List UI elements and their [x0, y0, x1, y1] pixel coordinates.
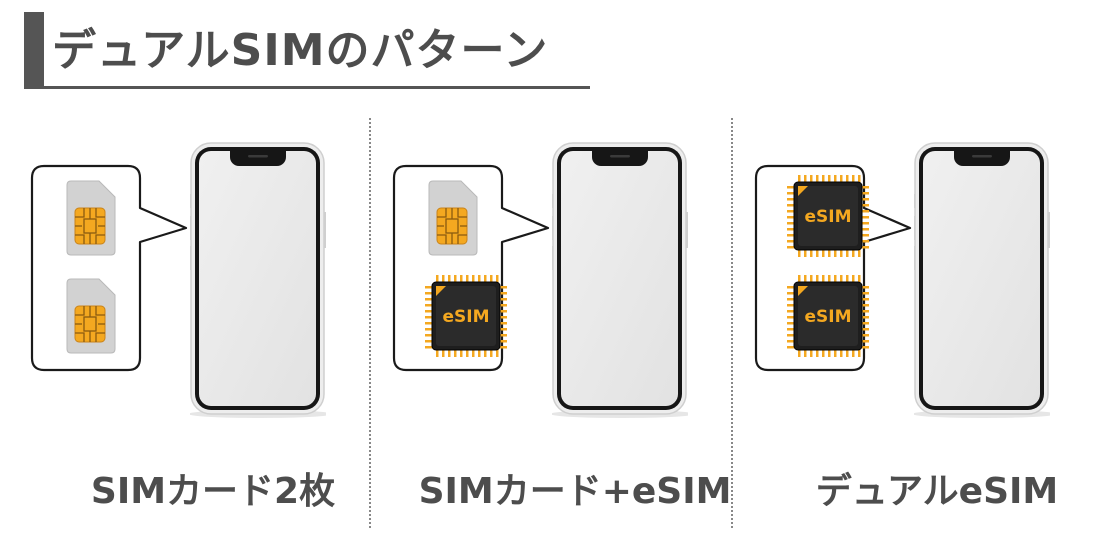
panel-dual-sim-cards: SIMカード2枚: [30, 128, 396, 528]
esim-chip-label: eSIM: [804, 207, 851, 227]
panel-dual-esim: eSIM eSIM デュアルeSIM: [754, 128, 1100, 528]
sim-card-icon: [428, 180, 478, 256]
sim-card-icon: [66, 180, 116, 256]
title-underline: [24, 86, 590, 89]
smartphone-icon: [912, 142, 1056, 418]
smartphone-icon: [550, 142, 694, 418]
sim-card-icon: [66, 278, 116, 354]
smartphone-icon: [188, 142, 332, 418]
esim-chip-icon: eSIM: [422, 272, 510, 360]
panel-caption: SIMカード+eSIM: [418, 471, 732, 512]
esim-chip-label: eSIM: [804, 307, 851, 327]
panel-divider: [369, 118, 371, 528]
panel-sim-plus-esim: eSIM SIMカード+eSIM: [392, 128, 758, 528]
esim-chip-label: eSIM: [442, 307, 489, 327]
panel-caption: デュアルeSIM: [815, 471, 1059, 512]
panel-caption: SIMカード2枚: [90, 471, 336, 512]
title-accent-bar: [24, 12, 44, 86]
esim-chip-icon: eSIM: [784, 172, 872, 260]
panel-divider: [731, 118, 733, 528]
esim-chip-icon: eSIM: [784, 272, 872, 360]
page-title: デュアルSIMのパターン: [52, 25, 549, 76]
